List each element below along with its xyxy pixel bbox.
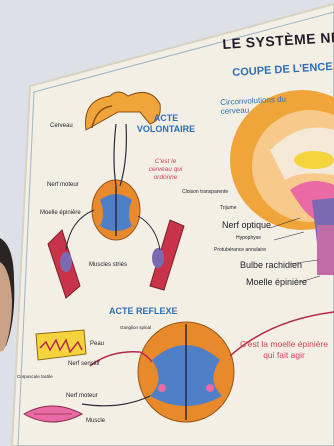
- label-protuberance: Protubérance annulaire: [214, 247, 266, 253]
- label-hypophyse: Hypophyse: [236, 235, 261, 241]
- label-nerf-optique: Nerf optique: [222, 220, 271, 230]
- label-trijume: Trijume: [220, 205, 236, 211]
- label-moelle-epiniere-right: Moelle épinière: [246, 277, 307, 287]
- label-nerf-sensitif: Nerf sensitif: [68, 361, 100, 367]
- label-cloison-transparente: Cloison transparente: [182, 189, 228, 195]
- label-moelle-epiniere-left: Moelle épinière: [40, 210, 81, 216]
- label-nerf-moteur-bottom: Nerf moteur: [66, 393, 98, 399]
- label-corpuscule-tactile: Corpuscule tactile: [17, 374, 53, 379]
- label-muscle: Muscle: [86, 418, 105, 424]
- label-bulbe-rachidien: Bulbe rachidien: [240, 260, 302, 270]
- label-peau: Peau: [90, 341, 104, 347]
- label-acte-volontaire: ACTE VOLONTAIRE: [136, 113, 196, 135]
- label-acte-reflexe: ACTE REFLEXE: [109, 306, 178, 316]
- label-ganglion-spinal: Ganglion spinal: [120, 325, 151, 330]
- label-cest-la-moelle: C'est la moelle épinière qui fait agir: [235, 339, 333, 361]
- label-cest-le-cerveau: C'est le cerveau qui ordonne: [143, 158, 188, 182]
- label-circonvolutions: Circonvolutions du cerveau: [220, 94, 291, 116]
- label-cerveau: Cerveau: [50, 123, 73, 129]
- label-muscles-stries: Muscles striés: [89, 262, 127, 268]
- spinal-cord-bottom: [138, 322, 234, 422]
- label-nerf-moteur-top: Nerf moteur: [47, 182, 79, 188]
